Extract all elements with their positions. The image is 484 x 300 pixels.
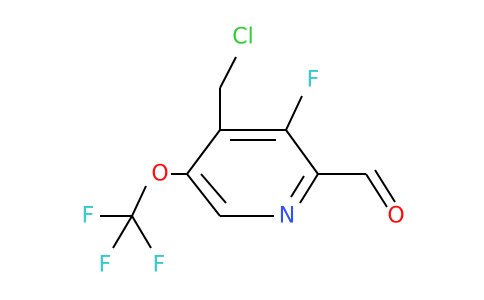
atom-label-f-cf3-left: F bbox=[99, 253, 112, 278]
bond-cf3-f-left bbox=[112, 215, 133, 249]
bond-c3-f bbox=[285, 95, 303, 131]
atom-label-o-aldehyde: O bbox=[387, 204, 404, 229]
bond-cho-o-inner bbox=[374, 169, 396, 203]
bonds bbox=[100, 56, 396, 249]
bond-c2-n bbox=[299, 173, 319, 204]
atom-label-f-cf3-top: F bbox=[82, 204, 95, 229]
bond-c2-n-inner bbox=[290, 175, 305, 198]
atom-label-n: N bbox=[279, 204, 295, 229]
atom-label-f-ring: F bbox=[307, 68, 320, 93]
atom-label-o-ether: O bbox=[151, 162, 168, 187]
bond-c3-c2 bbox=[285, 129, 319, 175]
atom-labels: Cl F N O O F F F bbox=[82, 25, 405, 278]
bond-o-cf3 bbox=[131, 185, 147, 217]
bond-c6-c5-inner bbox=[200, 173, 227, 204]
atom-label-cl: Cl bbox=[232, 25, 253, 50]
bond-cho-o bbox=[365, 173, 388, 208]
bond-cf3-f-right bbox=[131, 215, 152, 249]
bond-c6-c5 bbox=[186, 173, 221, 217]
atom-label-f-cf3-right: F bbox=[153, 253, 166, 278]
bond-c5-c4 bbox=[186, 129, 221, 175]
bond-ch2-cl bbox=[219, 56, 237, 89]
